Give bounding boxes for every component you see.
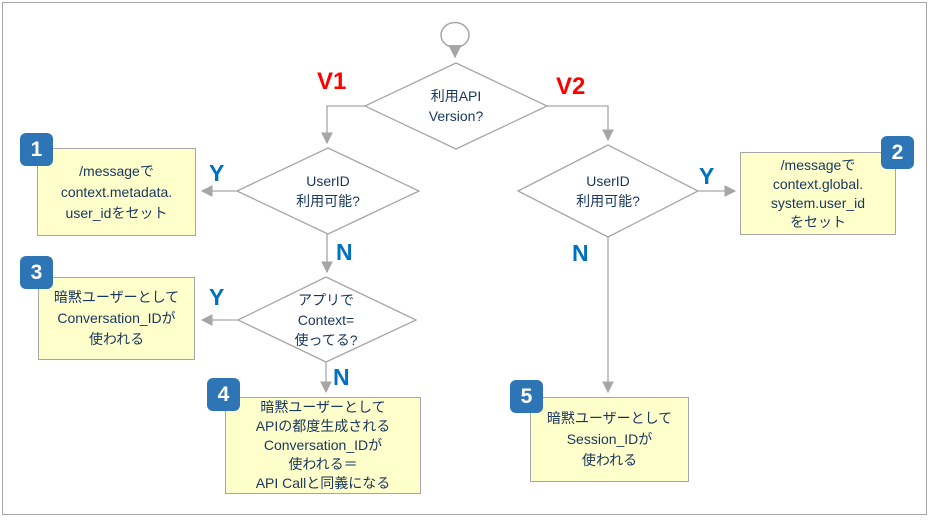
number-badge-5: 5 [510, 380, 543, 413]
branch-label-no-v1: N [336, 239, 353, 265]
connector-v2-branch [547, 105, 614, 142]
process-box-3-text: 暗黙ユーザーとして Conversation_IDが 使われる [53, 289, 180, 347]
decision-diamond-api-version [363, 62, 549, 150]
branch-label-v2: V2 [556, 73, 586, 100]
branch-label-yes-v1: Y [209, 160, 225, 186]
number-badge-3: 3 [20, 256, 53, 289]
decision-label-userid-v1: UserID 利用可能? [296, 173, 360, 209]
decision-diamond-userid-v1 [235, 147, 421, 235]
start-node-circle [440, 21, 470, 49]
branch-label-yes-context: Y [209, 284, 225, 310]
process-box-2: /messageで context.global. system.user_id… [740, 152, 896, 235]
number-badge-1: 1 [20, 133, 53, 166]
process-box-3: 暗黙ユーザーとして Conversation_IDが 使われる [38, 277, 195, 360]
process-box-1: /messageで context.metadata. user_idをセット [37, 148, 196, 236]
branch-label-no-v2: N [572, 240, 589, 266]
process-box-5-text: 暗黙ユーザーとして Session_IDが 使われる [546, 410, 673, 468]
process-box-4: 暗黙ユーザーとして APIの都度生成される Conversation_IDが 使… [225, 397, 421, 494]
number-badge-2: 2 [881, 136, 914, 169]
process-box-4-text: 暗黙ユーザーとして APIの都度生成される Conversation_IDが 使… [255, 399, 391, 491]
branch-label-v1: V1 [317, 68, 347, 95]
branch-label-yes-v2: Y [699, 163, 715, 189]
decision-diamond-app-context [236, 276, 418, 363]
decision-label-app-context: アプリで Context= 使ってる? [294, 292, 358, 348]
number-badge-4: 4 [207, 378, 240, 411]
process-box-2-text: /messageで context.global. system.user_id… [770, 156, 866, 230]
process-box-1-text: /messageで context.metadata. user_idをセット [60, 162, 173, 221]
decision-diamond-userid-v2 [516, 144, 700, 238]
connector-v1-branch [321, 105, 365, 145]
process-box-5: 暗黙ユーザーとして Session_IDが 使われる [530, 397, 689, 482]
decision-label-api-version: 利用API Version? [428, 88, 484, 124]
decision-label-userid-v2: UserID 利用可能? [576, 173, 640, 209]
slide-frame-border [2, 2, 927, 515]
branch-label-no-context: N [333, 364, 350, 390]
